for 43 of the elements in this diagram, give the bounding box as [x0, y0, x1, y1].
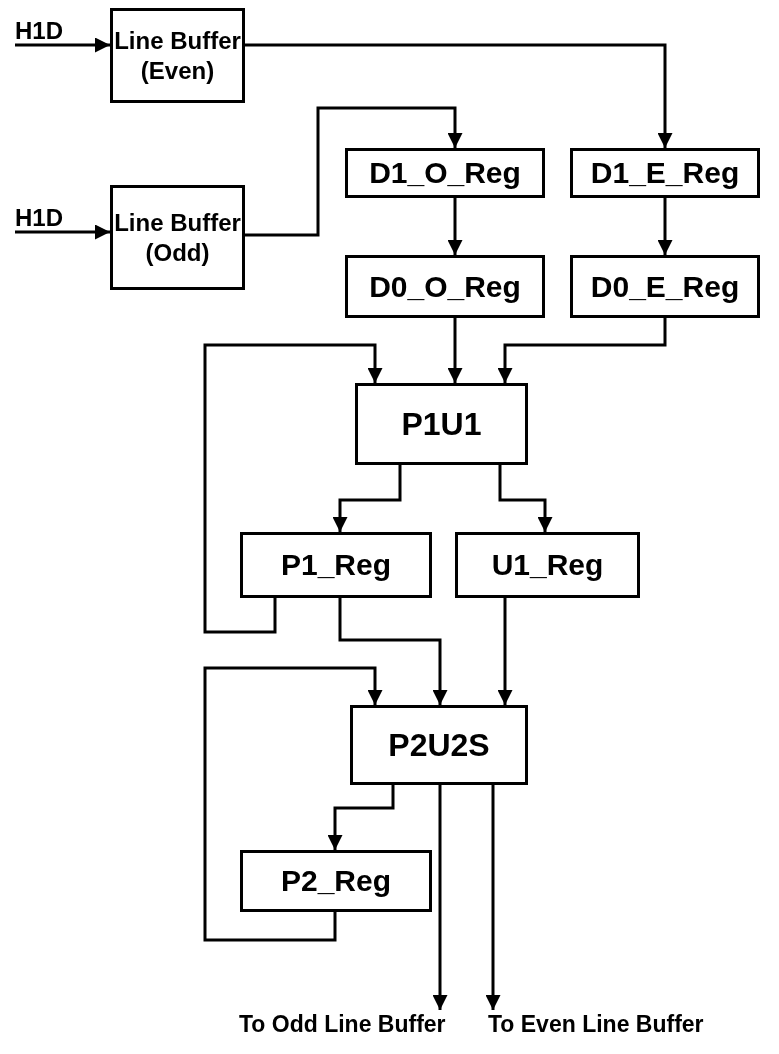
signal-label: H1D [15, 203, 63, 232]
register-block [355, 383, 528, 465]
block-label: D1_E_Reg [590, 155, 740, 192]
signal-label: To Odd Line Buffer [239, 1010, 446, 1042]
arrow [15, 224, 110, 240]
arrow [15, 37, 110, 53]
register-block [110, 185, 245, 290]
register-block [570, 255, 760, 318]
register-block [570, 148, 760, 198]
block-label: P2_Reg [280, 863, 392, 900]
arrow [498, 465, 553, 532]
block-label: P2U2S [388, 726, 490, 765]
arrow [485, 785, 501, 1010]
block-label: Line Buffer (Odd) [113, 207, 242, 268]
signal-label: To Even Line Buffer [488, 1010, 704, 1042]
block-label: D0_E_Reg [590, 268, 740, 305]
block-label: P1U1 [401, 405, 482, 444]
arrow [332, 465, 402, 532]
arrow [245, 106, 463, 237]
register-block [345, 255, 545, 318]
arrow [327, 785, 395, 850]
block-label: D0_O_Reg [369, 268, 521, 305]
register-block [455, 532, 640, 598]
arrow [203, 666, 383, 942]
arrow [432, 785, 448, 1010]
arrow [497, 598, 513, 705]
block-label: D1_O_Reg [369, 155, 521, 192]
register-block [240, 532, 432, 598]
arrow [203, 343, 383, 634]
signal-label: H1D [15, 16, 63, 45]
block-label: P1_Reg [280, 547, 392, 584]
register-block [110, 8, 245, 103]
block-label: Line Buffer (Even) [113, 25, 242, 86]
arrow [338, 598, 448, 705]
block-label: U1_Reg [491, 547, 604, 584]
register-block [240, 850, 432, 912]
arrow [497, 318, 667, 383]
register-block [345, 148, 545, 198]
register-block [350, 705, 528, 785]
arrow [245, 43, 673, 148]
arrow [447, 198, 463, 255]
arrow [657, 198, 673, 255]
arrow [447, 318, 463, 383]
